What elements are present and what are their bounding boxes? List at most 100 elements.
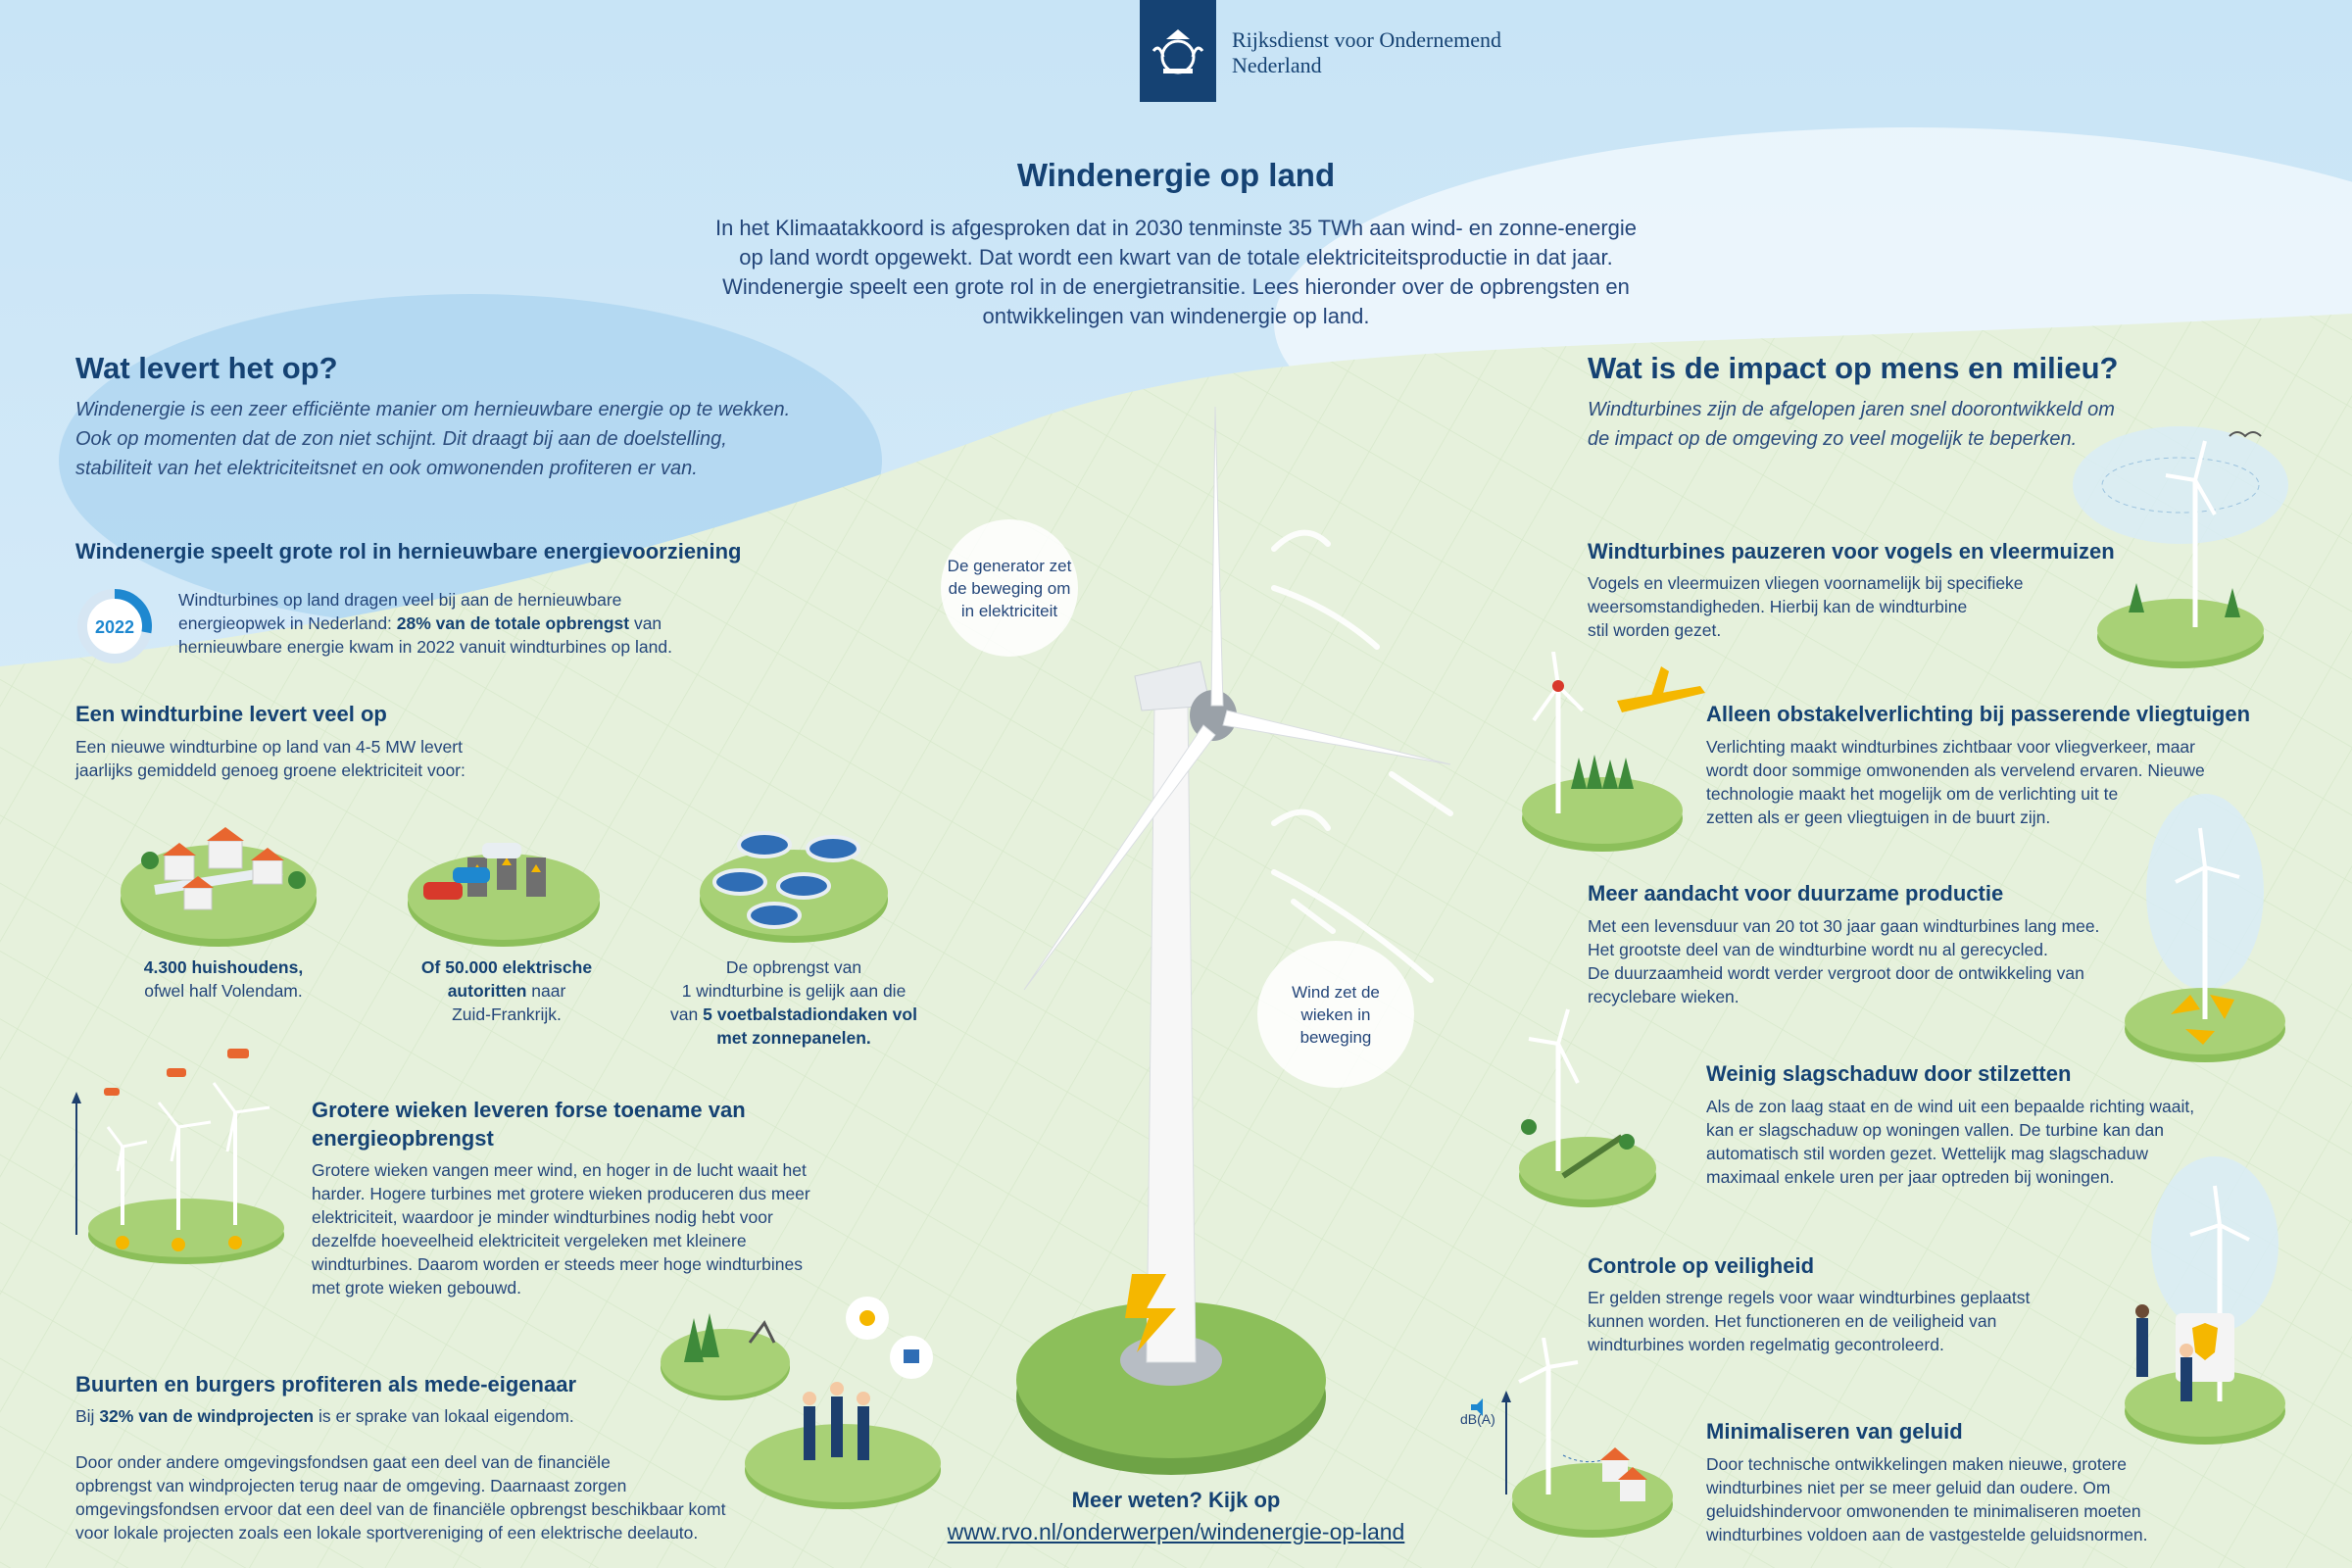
right-section-title: Wat is de impact op mens en milieu?	[1588, 351, 2119, 385]
stadium-line: 1 windturbine is gelijk aan die	[681, 981, 906, 1001]
safety-inspection-illustration	[2125, 1156, 2285, 1445]
speaker-icon	[1471, 1398, 1483, 1416]
left-section-title: Wat levert het op?	[75, 351, 338, 385]
blades-line: elektriciteit, waardoor je minder windtu…	[312, 1207, 773, 1227]
noise-line: windturbines niet per se meer geluid dan…	[1706, 1478, 2111, 1497]
more-info-link[interactable]: www.rvo.nl/onderwerpen/windenergie-op-la…	[947, 1519, 1405, 1544]
safety-heading: Controle op veiligheid	[1588, 1253, 1815, 1278]
output-line: jaarlijks gemiddeld genoeg groene elektr…	[75, 760, 466, 780]
noise-line: windturbines voldoen aan de vastgestelde…	[1706, 1525, 2148, 1544]
production-line: Met een levensduur van 20 tot 30 jaar ga…	[1588, 916, 2100, 936]
blades-line: dezelfde hoeveelheid elektriciteit verge…	[312, 1231, 747, 1250]
birds-text: Vogels en vleermuizen vliegen voornameli…	[1588, 571, 2097, 642]
blades-line: met grote wieken gebouwd.	[312, 1278, 522, 1298]
wind-bubble-line: Wind zet de	[1292, 982, 1380, 1002]
blades-line: Grotere wieken vangen meer wind, en hoge…	[312, 1160, 807, 1180]
noise-line: Door technische ontwikkelingen maken nie…	[1706, 1454, 2127, 1474]
recycling-turbine-illustration	[2125, 794, 2285, 1062]
renewable-line: Windturbines op land dragen veel bij aan…	[178, 590, 622, 610]
intro-line: ontwikkelingen van windenergie op land.	[982, 304, 1370, 328]
production-text: Met een levensduur van 20 tot 30 jaar ga…	[1588, 914, 2136, 1008]
renewable-line: hernieuwbare energie kwam in 2022 vanuit…	[178, 637, 672, 657]
shadow-turbine-illustration	[1519, 1008, 1656, 1207]
rvo-logo[interactable]	[1140, 0, 1216, 102]
lighting-line: zetten als er geen vliegtuigen in de buu…	[1706, 808, 2051, 827]
shadow-text: Als de zon laag staat en de wind uit een…	[1706, 1095, 2255, 1189]
safety-text: Er gelden strenge regels voor waar windt…	[1588, 1286, 2097, 1356]
stadium-bold: 5 voetbalstadiondaken vol	[703, 1004, 917, 1024]
shadow-heading: Weinig slagschaduw door stilzetten	[1706, 1061, 2072, 1086]
subtitle-line: stabiliteit van het elektriciteitsnet en…	[75, 458, 698, 479]
noise-unit-label: dB(A)	[1460, 1411, 1495, 1427]
left-section-subtitle: Windenergie is een zeer efficiënte manie…	[75, 395, 899, 483]
ownership-text-line: voor lokale projecten zoals een lokale s…	[75, 1523, 699, 1543]
shadow-line: Als de zon laag staat en de wind uit een…	[1706, 1097, 2195, 1116]
ownership-line-part: is er sprake van lokaal eigendom.	[314, 1406, 574, 1426]
lighting-text: Verlichting maakt windturbines zichtbaar…	[1706, 735, 2255, 829]
intro-line: Windenergie speelt een grote rol in de e…	[722, 274, 1630, 299]
shadow-line: automatisch stil worden gezet. Wettelijk…	[1706, 1144, 2149, 1163]
shadow-line: kan er slagschaduw op woningen vallen. D…	[1706, 1120, 2164, 1140]
noise-illustration	[1471, 1338, 1673, 1538]
renewable-line: energieopwek in Nederland: 28% van de to…	[178, 612, 766, 635]
production-line: De duurzaamheid wordt verder vergroot do…	[1588, 963, 2084, 983]
car-trips-bold: autoritten	[447, 981, 527, 1001]
blades-heading: Grotere wieken leveren forse toename van…	[312, 1096, 860, 1152]
share-donut-2022: 2022	[77, 589, 152, 663]
birds-heading: Windturbines pauzeren voor vogels en vle…	[1588, 539, 2115, 564]
production-line: recyclebare wieken.	[1588, 987, 1740, 1006]
crest-icon	[1152, 29, 1204, 74]
donut-year: 2022	[95, 617, 134, 637]
wind-bubble-line: beweging	[1299, 1027, 1372, 1047]
blades-text: Grotere wieken vangen meer wind, en hoge…	[312, 1158, 880, 1299]
ownership-text-line: opbrengst van windprojecten terug naar d…	[75, 1476, 627, 1495]
birds-line: Vogels en vleermuizen vliegen voornameli…	[1588, 573, 2024, 593]
renewable-text-part: energieopwek in Nederland:	[178, 613, 397, 633]
houses-illustration	[121, 827, 317, 947]
noise-heading: Minimaliseren van geluid	[1706, 1419, 1963, 1444]
ownership-text-line: omgevingsfondsen ervoor dat een deel van…	[75, 1499, 726, 1519]
ownership-highlight: 32% van de windprojecten	[99, 1406, 315, 1426]
stadium-line: van	[670, 1004, 704, 1024]
more-info-label: Meer weten? Kijk op	[1071, 1488, 1281, 1512]
generator-bubble-line: de beweging om	[948, 578, 1071, 598]
car-trips-rest: Zuid-Frankrijk.	[452, 1004, 562, 1024]
blades-heading-line: Grotere wieken leveren forse toename van	[312, 1098, 746, 1122]
generator-bubble-line: in elektriciteit	[960, 601, 1058, 620]
lighting-line: technologie maakt het mogelijk om de ver…	[1706, 784, 2119, 804]
safety-line: Er gelden strenge regels voor waar windt…	[1588, 1288, 2031, 1307]
blades-line: harder. Hogere turbines met grotere wiek…	[312, 1184, 810, 1203]
renewable-text: Windturbines op land dragen veel bij aan…	[178, 588, 766, 659]
safety-line: kunnen worden. Het functioneren en de ve…	[1588, 1311, 1997, 1331]
generator-bubble-line: De generator zet	[947, 556, 1072, 575]
lighting-heading: Alleen obstakelverlichting bij passerend…	[1706, 702, 2251, 726]
stadium-bold: met zonnepanelen.	[716, 1028, 871, 1048]
logo-line-1: Rijksdienst voor Ondernemend	[1232, 27, 1501, 52]
car-trips-caption: Of 50.000 elektrische autoritten naar Zu…	[384, 956, 629, 1026]
ownership-heading: Buurten en burgers profiteren als mede-e…	[75, 1372, 577, 1396]
birds-line: stil worden gezet.	[1588, 620, 1722, 640]
ownership-line-part: Bij	[75, 1406, 100, 1426]
birds-line: weersomstandigheden. Hierbij kan de wind…	[1588, 597, 1968, 616]
page-title: Windenergie op land	[1016, 157, 1336, 193]
renewable-highlight: 28% van de totale opbrengst	[396, 613, 630, 633]
shadow-line: maximaal enkele uren per jaar optreden b…	[1706, 1167, 2115, 1187]
ev-parking-illustration	[408, 843, 600, 947]
lighting-line: wordt door sommige omwonenden als vervel…	[1706, 760, 2205, 780]
plane-light-illustration	[1522, 652, 1705, 852]
stadium-line: De opbrengst van	[725, 957, 862, 977]
noise-text: Door technische ontwikkelingen maken nie…	[1706, 1452, 2255, 1546]
blades-heading-line: energieopbrengst	[312, 1126, 494, 1151]
output-text: Een nieuwe windturbine op land van 4-5 M…	[75, 735, 624, 782]
turbine-size-illustration	[72, 1049, 284, 1264]
right-section-subtitle: Windturbines zijn de afgelopen jaren sne…	[1588, 395, 2195, 454]
blades-line: windturbines. Daarom worden er steeds me…	[312, 1254, 803, 1274]
safety-line: windturbines worden regelmatig gecontrol…	[1588, 1335, 1944, 1354]
production-line: Het grootste deel van de windturbine wor…	[1588, 940, 2048, 959]
ownership-line: Bij 32% van de windprojecten is er sprak…	[75, 1404, 683, 1428]
wind-bubble: Wind zet de wieken in beweging	[1257, 941, 1414, 1088]
households-bold: 4.300 huishoudens,	[143, 957, 304, 977]
stadium-caption: De opbrengst van 1 windturbine is gelijk…	[652, 956, 936, 1050]
community-illustration	[661, 1297, 941, 1509]
logo-line-2: Nederland	[1232, 53, 1322, 77]
